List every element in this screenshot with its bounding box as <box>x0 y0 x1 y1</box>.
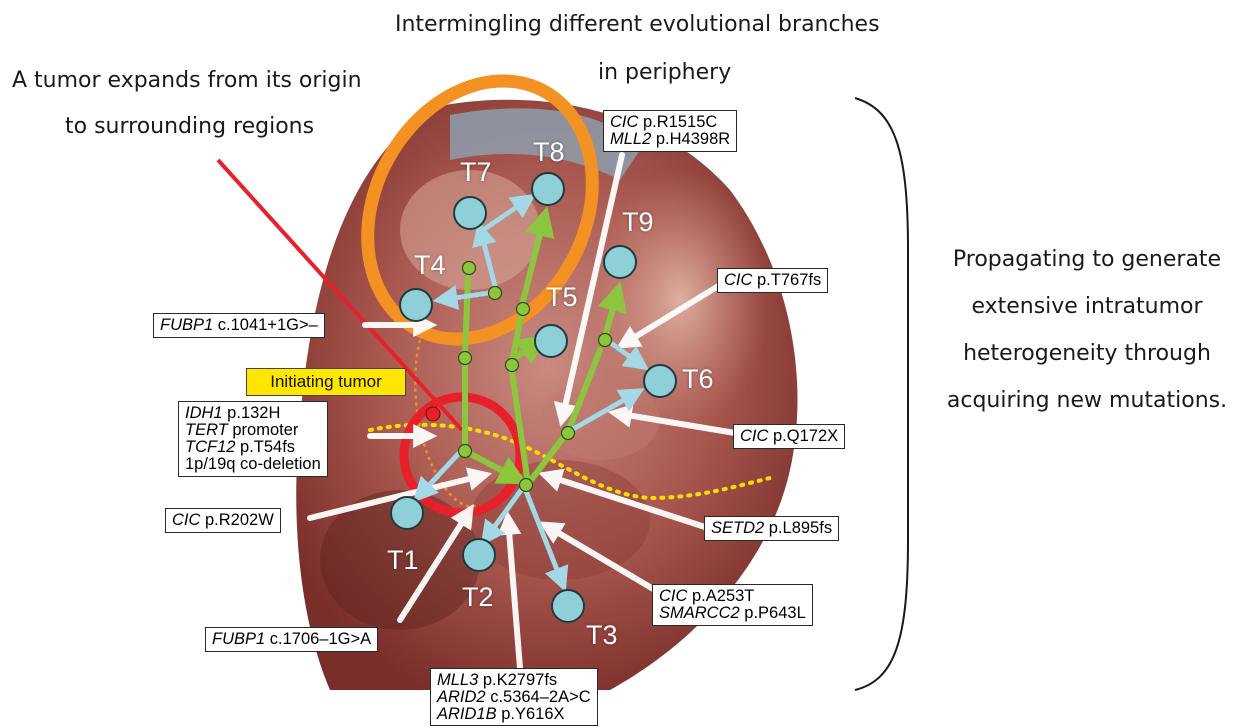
caption-right-line2: extensive intratumor <box>922 283 1252 330</box>
node-t2 <box>463 539 495 571</box>
initiating-tumor-label: Initiating tumor <box>246 368 406 396</box>
tumor-label-t7: T7 <box>460 157 492 188</box>
caption-left-line2: to surrounding regions <box>65 114 314 139</box>
mutation-box-bottom: MLL3 p.K2797fs ARID2 c.5364–2A>C ARID1B … <box>430 668 598 726</box>
mutation-box-cic-r202w: CIC p.R202W <box>165 508 281 533</box>
tumor-label-t5: T5 <box>546 282 578 313</box>
mutation-box-setd2: SETD2 p.L895fs <box>704 516 839 541</box>
node-t9 <box>604 246 636 278</box>
right-bracket <box>855 98 908 690</box>
mutation-box-top: CIC p.R1515C MLL2 p.H4398R <box>603 110 737 152</box>
node-t4 <box>400 289 432 321</box>
node-t3 <box>552 590 584 622</box>
node-t5 <box>535 325 567 357</box>
caption-right-line4: acquiring new mutations. <box>922 377 1252 424</box>
node-t7 <box>454 197 486 229</box>
mutation-box-fubp1-b: FUBP1 c.1706–1G>A <box>205 627 378 652</box>
caption-right-line1: Propagating to generate <box>922 236 1252 283</box>
tumor-label-t3: T3 <box>586 620 618 651</box>
mutation-box-cic-t767: CIC p.T767fs <box>717 268 828 293</box>
mutation-box-fubp1-a: FUBP1 c.1041+1G>– <box>153 313 325 338</box>
mutation-box-cic-q172x: CIC p.Q172X <box>733 424 845 449</box>
caption-right-line3: heterogeneity through <box>922 330 1252 377</box>
tumor-label-t6: T6 <box>682 364 714 395</box>
tumor-label-t4: T4 <box>414 250 446 281</box>
caption-right: Propagating to generate extensive intrat… <box>922 236 1252 424</box>
tumor-label-t1: T1 <box>387 545 419 576</box>
node-t8 <box>532 173 564 205</box>
origin-point <box>426 407 440 421</box>
mutation-box-cic-smarcc2: CIC p.A253T SMARCC2 p.P643L <box>652 584 813 626</box>
caption-top-line1: Intermingling different evolutional bran… <box>395 12 880 37</box>
caption-top-line2: in periphery <box>598 60 731 85</box>
tumor-label-t2: T2 <box>462 582 494 613</box>
caption-left-line1: A tumor expands from its origin <box>12 68 362 93</box>
node-t6 <box>644 365 676 397</box>
tumor-label-t8: T8 <box>533 137 565 168</box>
node-t1 <box>391 497 423 529</box>
tumor-label-t9: T9 <box>622 207 654 238</box>
mutation-box-initiating: IDH1 p.132H TERT promoter TCF12 p.T54fs … <box>178 401 328 477</box>
